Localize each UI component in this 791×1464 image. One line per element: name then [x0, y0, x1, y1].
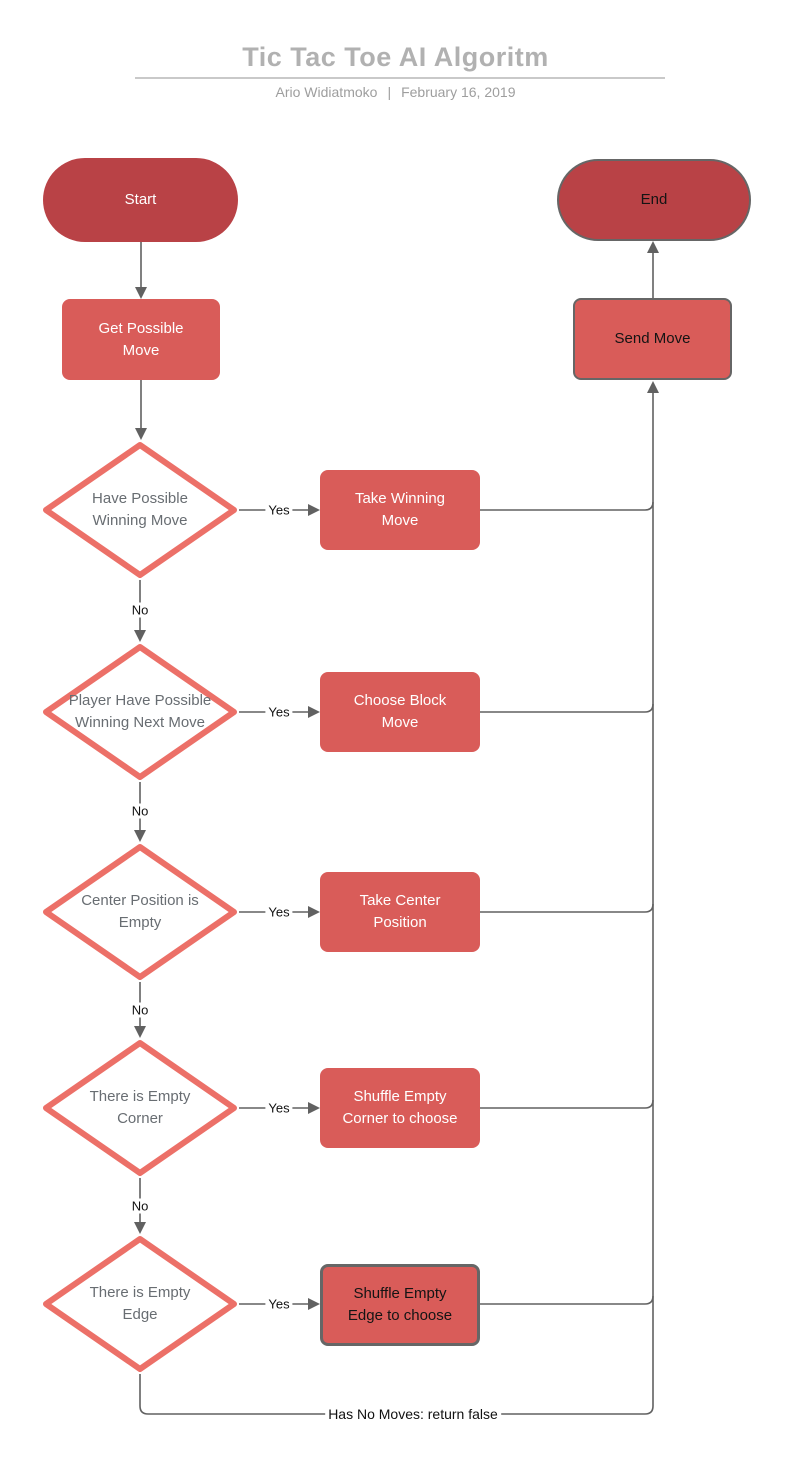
node-start: Start [43, 158, 238, 242]
edge-label-no: No [128, 803, 152, 819]
edge-label-no: No [128, 602, 152, 618]
edge-label-no: No [128, 1002, 152, 1018]
action-choose-block-move: Choose Block Move [320, 672, 480, 752]
arrowhead-right-icon [308, 906, 320, 918]
diamond-shape [43, 1236, 237, 1372]
node-send-move: Send Move [573, 298, 732, 380]
edge-label-no-moves: Has No Moves: return false [325, 1406, 501, 1422]
page-title: Tic Tac Toe AI Algoritm [242, 42, 549, 72]
edge-merge-a2 [480, 703, 654, 713]
decision-label: There is Empty Corner [89, 1087, 191, 1128]
decision-player-winning-next-move: Player Have Possible Winning Next Move [41, 642, 239, 782]
edge-merge-a1 [480, 501, 654, 511]
decision-empty-corner: There is Empty Corner [41, 1038, 239, 1178]
edge-label-yes: Yes [265, 704, 293, 720]
decision-label: There is Empty Edge [89, 1283, 191, 1324]
edge-label-yes: Yes [265, 1296, 293, 1312]
action-label: Shuffle Empty Edge to choose [347, 1285, 453, 1324]
action-label: Choose Block Move [353, 692, 447, 731]
node-end: End [557, 159, 751, 241]
action-label: Shuffle Empty Corner to choose [342, 1088, 458, 1127]
decision-have-possible-winning-move: Have Possible Winning Move [41, 440, 239, 580]
action-shuffle-empty-edge: Shuffle Empty Edge to choose [320, 1264, 480, 1346]
arrowhead-down-icon [134, 1222, 146, 1234]
title-divider [135, 77, 665, 79]
date: February 16, 2019 [401, 84, 516, 100]
action-take-winning-move: Take Winning Move [320, 470, 480, 550]
diamond-shape [43, 1040, 237, 1176]
action-label: Take Center Position [359, 892, 441, 931]
decision-empty-edge: There is Empty Edge [41, 1234, 239, 1374]
decision-label: Center Position is Empty [81, 891, 199, 932]
arrowhead-right-icon [308, 1298, 320, 1310]
diamond-shape [43, 442, 237, 578]
edge-label-yes: Yes [265, 502, 293, 518]
edge-merge-a5 [480, 1295, 654, 1305]
edge-merge-a4 [480, 1099, 654, 1109]
decision-label: Player Have Possible Winning Next Move [68, 691, 212, 732]
byline-separator: | [387, 84, 392, 100]
diamond-shape [43, 644, 237, 780]
node-get-possible-move-label: Get Possible Move [98, 319, 184, 359]
author: Ario Widiatmoko [275, 84, 378, 100]
edge-label-yes: Yes [265, 1100, 293, 1116]
node-end-label: End [640, 191, 668, 209]
node-get-possible-move: Get Possible Move [62, 299, 220, 380]
action-label: Take Winning Move [354, 490, 446, 529]
node-start-label: Start [124, 191, 157, 209]
arrowhead-down-icon [134, 630, 146, 642]
decision-center-position-empty: Center Position is Empty [41, 842, 239, 982]
arrowhead-right-icon [308, 1102, 320, 1114]
arrowhead-up-icon [647, 241, 659, 253]
decision-label: Have Possible Winning Move [92, 489, 188, 530]
edge-merge-a3 [480, 903, 654, 913]
action-shuffle-empty-corner: Shuffle Empty Corner to choose [320, 1068, 480, 1148]
diamond-shape [43, 844, 237, 980]
arrowhead-down-icon [134, 830, 146, 842]
arrowhead-down-icon [135, 428, 147, 440]
edge-label-yes: Yes [265, 904, 293, 920]
action-take-center-position: Take Center Position [320, 872, 480, 952]
byline: Ario Widiatmoko | February 16, 2019 [0, 84, 791, 100]
arrowhead-right-icon [308, 706, 320, 718]
arrowhead-right-icon [308, 504, 320, 516]
arrowhead-down-icon [135, 287, 147, 299]
node-send-move-label: Send Move [614, 330, 691, 348]
arrowhead-down-icon [134, 1026, 146, 1038]
edge-label-no: No [128, 1198, 152, 1214]
arrowhead-up-icon [647, 381, 659, 393]
